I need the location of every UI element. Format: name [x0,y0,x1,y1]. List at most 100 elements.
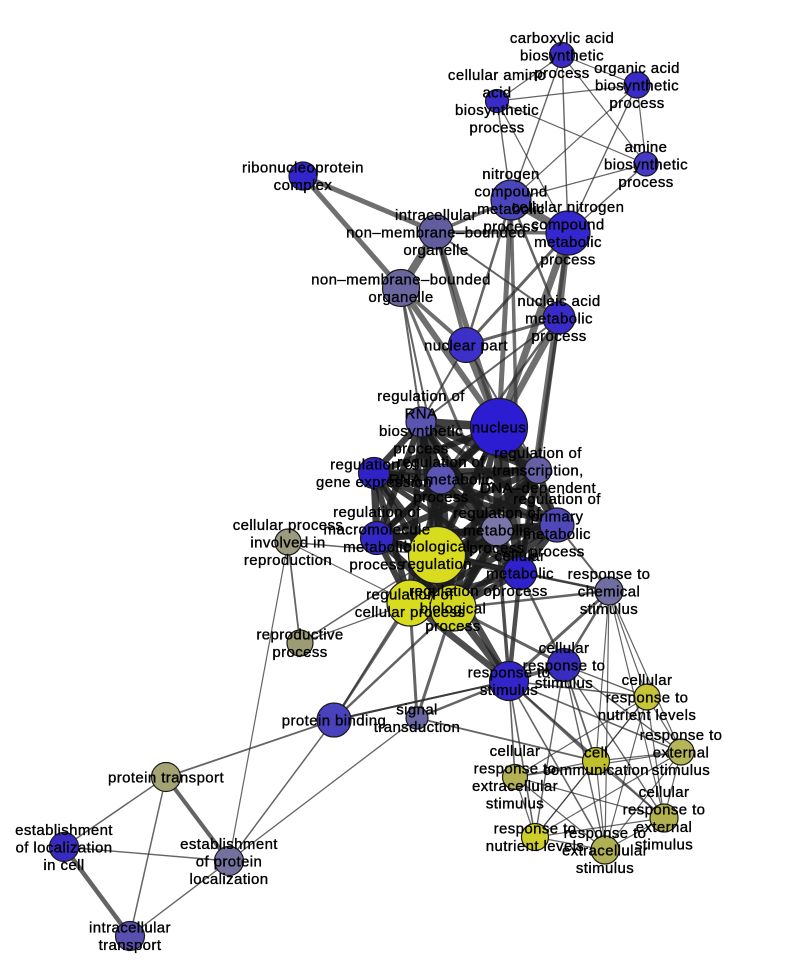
svg-text:primary: primary [531,509,584,526]
svg-text:external: external [653,744,710,761]
svg-text:biosynthetic: biosynthetic [520,47,604,64]
svg-text:compound: compound [531,217,604,234]
svg-text:organelle: organelle [368,289,433,306]
svg-text:transduction: transduction [374,719,461,736]
svg-text:cellular amino: cellular amino [448,67,546,84]
svg-text:nucleus: nucleus [472,419,527,436]
svg-text:nucleic acid: nucleic acid [517,293,600,310]
svg-text:response to: response to [568,566,651,583]
svg-text:response to: response to [564,825,647,842]
svg-text:regulation of: regulation of [330,457,418,474]
svg-text:metabolic: metabolic [523,526,591,543]
svg-text:process: process [413,489,468,506]
svg-text:acid: acid [482,85,511,102]
svg-text:communication: communication [543,762,649,779]
svg-text:metabolic: metabolic [534,234,602,251]
svg-text:regulation of: regulation of [513,491,601,508]
svg-text:process: process [540,252,595,269]
svg-text:process: process [425,618,480,635]
svg-text:transcription,: transcription, [492,462,583,479]
svg-text:response to: response to [640,727,723,744]
svg-text:regulation of: regulation of [377,388,465,405]
svg-text:establishment: establishment [180,836,278,853]
svg-text:regulation of: regulation of [453,505,541,522]
svg-text:regulation of: regulation of [494,445,582,462]
svg-text:RNA metabolic: RNA metabolic [389,471,494,488]
svg-text:signal: signal [396,702,438,719]
svg-text:protein transport: protein transport [108,769,224,786]
svg-text:regulation: regulation [402,556,472,573]
svg-text:process: process [349,557,404,574]
svg-text:complex: complex [274,177,333,194]
svg-text:chemical: chemical [578,583,640,600]
svg-text:reproductive: reproductive [256,627,343,644]
svg-text:non–membrane–bounded: non–membrane–bounded [311,272,491,289]
svg-text:extracellular: extracellular [472,778,558,795]
svg-text:cellular: cellular [622,672,673,689]
svg-text:nuclear part: nuclear part [424,337,508,354]
svg-text:nutrient levels: nutrient levels [598,707,697,724]
svg-text:nutrient levels: nutrient levels [486,838,585,855]
svg-text:stimulus: stimulus [576,860,634,877]
svg-text:process: process [609,95,664,112]
svg-text:carboxylic acid: carboxylic acid [510,30,614,47]
svg-text:response to: response to [523,657,606,674]
svg-text:process: process [483,219,538,236]
svg-text:non–membrane–bounded: non–membrane–bounded [346,224,526,241]
svg-text:reproduction: reproduction [244,552,332,569]
svg-text:establishment: establishment [15,822,113,839]
svg-text:process: process [529,544,584,561]
svg-text:process: process [618,174,673,191]
svg-text:cellular: cellular [539,640,590,657]
svg-text:cellular: cellular [495,548,546,565]
svg-text:process: process [272,644,327,661]
svg-text:cellular: cellular [639,784,690,801]
svg-text:process: process [492,583,547,600]
svg-text:extracellular: extracellular [562,842,648,859]
svg-text:localization: localization [189,871,268,888]
svg-text:response to: response to [623,802,706,819]
svg-text:cellular: cellular [490,743,541,760]
svg-text:metabolic: metabolic [463,522,531,539]
svg-text:DNA–dependent: DNA–dependent [480,480,597,497]
svg-text:biosynthetic: biosynthetic [379,423,463,440]
svg-text:biological: biological [420,600,487,617]
svg-text:process: process [393,441,448,458]
svg-text:process: process [469,540,524,557]
svg-text:organic acid: organic acid [594,60,680,77]
svg-text:nitrogen: nitrogen [482,166,539,183]
svg-text:response to: response to [494,821,577,838]
svg-text:biosynthetic: biosynthetic [604,156,688,173]
svg-text:regulation of: regulation of [409,583,497,600]
svg-text:metabolic: metabolic [525,310,593,327]
svg-text:ribonucleoprotein: ribonucleoprotein [242,160,364,177]
svg-text:external: external [636,819,693,836]
svg-text:metabolic: metabolic [486,565,554,582]
svg-text:transport: transport [99,937,162,954]
svg-text:process: process [534,65,589,82]
svg-text:stimulus: stimulus [480,682,538,699]
svg-text:organelle: organelle [403,242,468,259]
svg-text:protein binding: protein binding [282,712,386,729]
svg-text:cell: cell [584,745,608,762]
svg-text:biosynthetic: biosynthetic [595,77,679,94]
svg-text:in cell: in cell [43,857,84,874]
svg-text:intracellular: intracellular [395,207,477,224]
svg-text:cellular process: cellular process [355,604,466,621]
svg-text:stimulus: stimulus [486,796,544,813]
svg-text:RNA: RNA [405,406,438,423]
svg-text:compound: compound [474,184,547,201]
svg-text:regulation of: regulation of [397,454,485,471]
svg-text:gene expression: gene expression [316,474,432,491]
svg-text:involved in: involved in [250,534,325,551]
svg-text:process: process [531,328,586,345]
svg-text:amine: amine [625,139,668,156]
svg-text:stimulus: stimulus [635,837,693,854]
svg-text:biological: biological [404,539,471,556]
svg-text:regulation of: regulation of [333,504,421,521]
svg-text:response to: response to [468,665,551,682]
svg-text:stimulus: stimulus [580,601,638,618]
svg-text:stimulus: stimulus [652,762,710,779]
svg-text:of protein: of protein [196,853,263,870]
svg-text:metabolic: metabolic [477,201,545,218]
